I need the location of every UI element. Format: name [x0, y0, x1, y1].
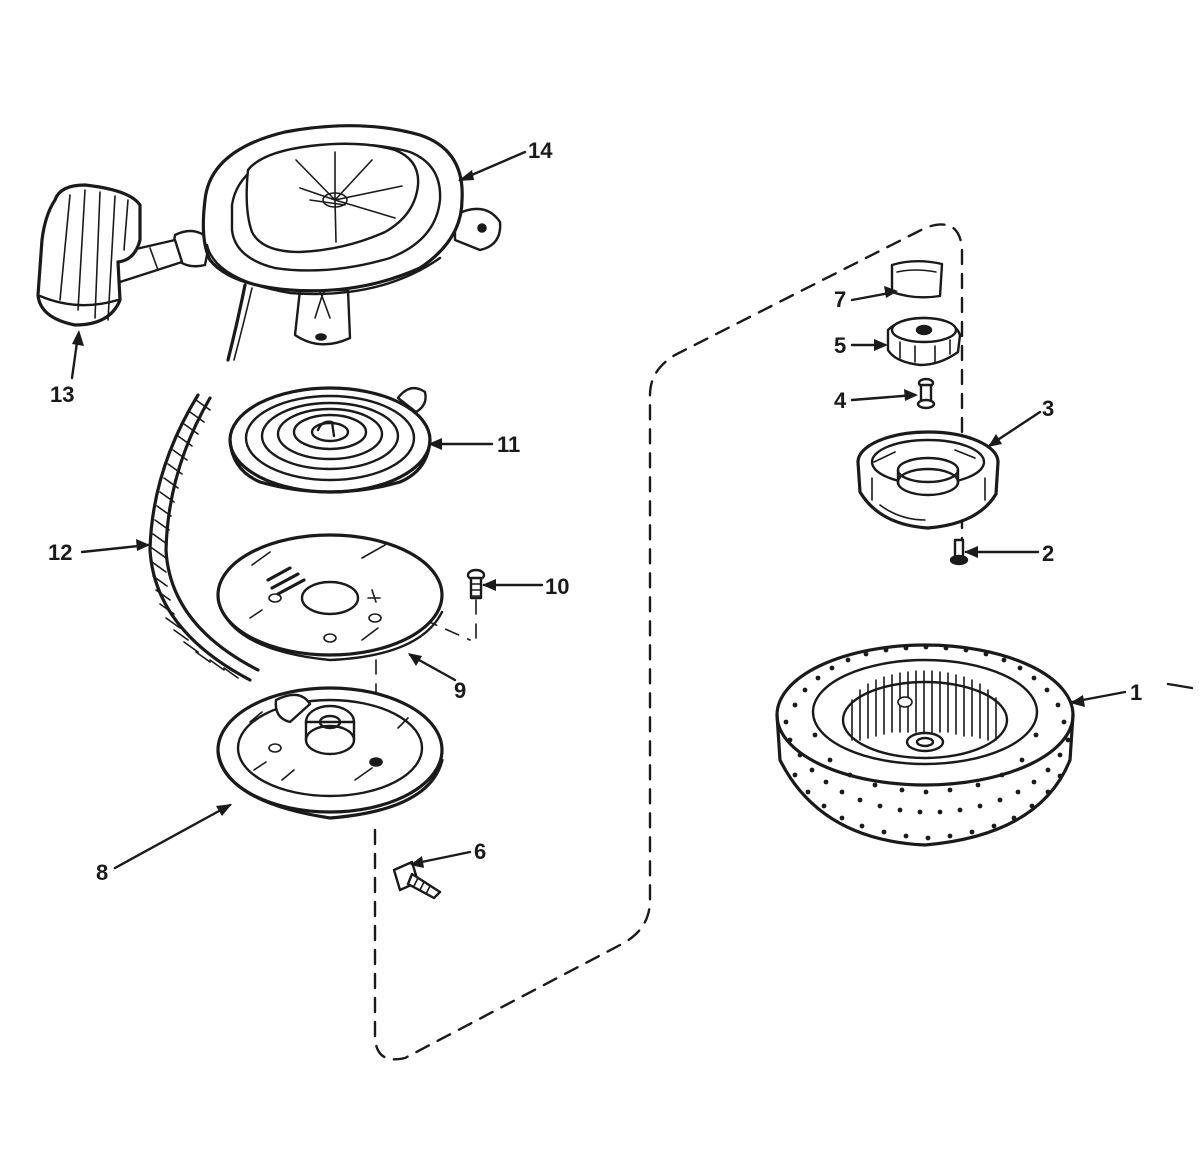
flywheel-screen-part — [775, 643, 1075, 847]
retainer-part — [886, 316, 962, 367]
starter-housing-part — [170, 124, 502, 346]
leader-lines — [70, 150, 1194, 870]
callout-label-8: 8 — [96, 860, 108, 885]
callout-label-10: 10 — [545, 574, 569, 599]
callout-label-9: 9 — [454, 678, 466, 703]
screw-part-10 — [466, 568, 486, 600]
callout-label-3: 3 — [1042, 396, 1054, 421]
callout-label-2: 2 — [1042, 541, 1054, 566]
callout-label-6: 6 — [474, 839, 486, 864]
cover-plate-part — [216, 533, 444, 662]
callout-label-11: 11 — [497, 432, 520, 457]
rope-strand — [226, 283, 247, 362]
callout-label-1: 1 — [1130, 680, 1142, 705]
callout-label-13: 13 — [50, 382, 74, 407]
spring-clip-part — [890, 260, 944, 299]
starter-cup-part — [856, 430, 1000, 530]
callout-label-5: 5 — [834, 333, 846, 358]
screw-part-4 — [916, 377, 936, 410]
callout-labels: 14 13 11 12 10 9 8 6 7 5 4 3 2 1 — [48, 138, 1142, 885]
starter-rope-part — [148, 393, 260, 682]
screw-part-2 — [949, 538, 969, 566]
callout-label-12: 12 — [48, 540, 72, 565]
assembly-dashed-line — [373, 223, 964, 1061]
pull-handle-part — [36, 183, 184, 327]
callout-label-14: 14 — [528, 138, 553, 163]
rope-pulley-part — [216, 686, 444, 820]
recoil-spring-part — [228, 386, 432, 494]
callout-label-4: 4 — [834, 388, 847, 413]
screw-part-6 — [392, 860, 442, 900]
callout-label-7: 7 — [834, 287, 846, 312]
